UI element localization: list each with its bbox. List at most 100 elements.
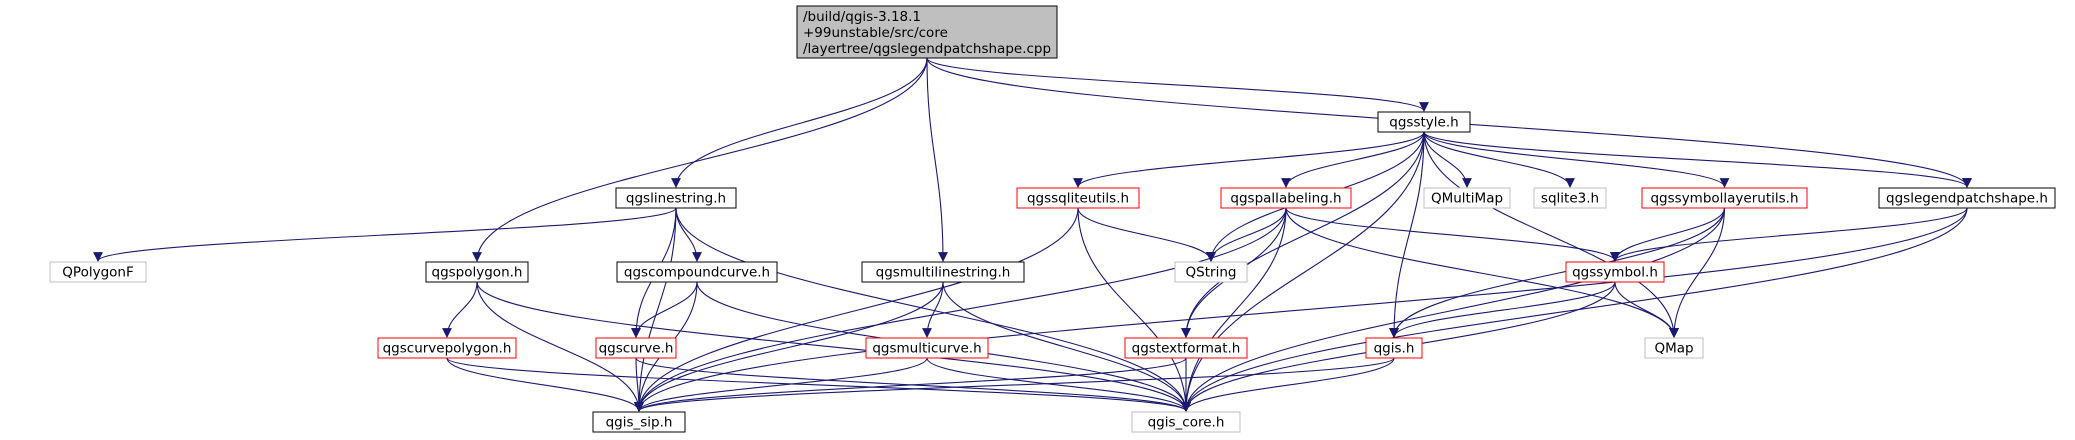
edge-qgslinestring-to-qgis_core <box>675 207 1191 412</box>
edge-qgsstyle-to-qgspallabeling <box>1281 131 1425 188</box>
edge-qgscurvepolygon-to-qgis_sip <box>446 357 644 412</box>
node-box-qgscurve <box>595 337 677 359</box>
node-box-qgssqliteutils <box>1016 187 1140 209</box>
edge-qgspallabeling-to-qstring <box>1206 207 1287 262</box>
node-label-qgssymbollayerutils: qgssymbollayerutils.h <box>1650 191 1798 207</box>
node-qgscurvepolygon[interactable]: qgscurvepolygon.h <box>377 337 517 359</box>
node-qmultimap[interactable]: QMultiMap <box>1423 187 1511 209</box>
edge-qgsstyle-to-qgssymbollayerutils <box>1423 131 1730 188</box>
node-qgspallabeling[interactable]: qgspallabeling.h <box>1220 187 1352 209</box>
node-box-qgis_core <box>1131 411 1241 433</box>
edge-qgssqliteutils-to-qgis_core <box>1077 207 1191 412</box>
node-label-qgsstyle: qgsstyle.h <box>1389 115 1458 131</box>
node-box-qgslegendpatchshape <box>1878 187 2056 209</box>
node-label-root-1: +99unstable/src/core <box>803 25 948 41</box>
node-label-qmap: QMap <box>1654 341 1693 357</box>
node-label-qgis: qgis.h <box>1374 341 1415 357</box>
node-qmap[interactable]: QMap <box>1644 337 1704 359</box>
edge-qgslinestring-to-qpolygonf <box>93 207 677 262</box>
edge-root-to-qgsstyle <box>926 57 1429 112</box>
node-qgslegendpatchshape[interactable]: qgslegendpatchshape.h <box>1878 187 2056 209</box>
node-qgis_core[interactable]: qgis_core.h <box>1131 411 1241 433</box>
edge-qgssymbol-to-qmap <box>1614 281 1679 338</box>
edge-qgsmulticurve-to-qgis_core <box>926 357 1191 412</box>
node-qgstextformat[interactable]: qgstextformat.h <box>1124 337 1248 359</box>
node-box-qgstextformat <box>1124 337 1248 359</box>
node-label-qpolygonf: QPolygonF <box>62 265 133 281</box>
node-label-qgssymbol: qgssymbol.h <box>1572 265 1658 281</box>
edge-qgspallabeling-to-qgis_sip <box>634 207 1287 412</box>
node-box-qgssymbol <box>1565 261 1665 283</box>
node-box-root <box>796 5 1058 59</box>
edge-root-to-qgspolygon <box>472 57 928 262</box>
edge-qgsstyle-to-qmultimap <box>1423 131 1472 188</box>
edge-qgslegendpatchshape-to-qgis_sip <box>634 207 1968 412</box>
edge-qgsstyle-to-qgssqliteutils <box>1073 131 1425 188</box>
edge-qgsstyle-to-qgis <box>1389 131 1425 338</box>
node-box-qgslinestring <box>615 187 737 209</box>
edge-root-to-qgsmultilinestring <box>926 57 948 262</box>
node-qgsmulticurve[interactable]: qgsmulticurve.h <box>865 337 989 359</box>
edge-qgssqliteutils-to-qgis_sip <box>634 207 1079 412</box>
node-qgssymbol[interactable]: qgssymbol.h <box>1565 261 1665 283</box>
edge-qgspallabeling-to-qgis_core <box>1181 207 1287 412</box>
nodes-layer: /build/qgis-3.18.1+99unstable/src/core/l… <box>49 5 2056 433</box>
node-box-qgscurvepolygon <box>377 337 517 359</box>
node-box-qgspallabeling <box>1220 187 1352 209</box>
edge-qgis-to-qgis_sip <box>634 357 1395 412</box>
node-box-qmap <box>1644 337 1704 359</box>
edge-qgslinestring-to-qgis_sip <box>634 207 677 412</box>
node-label-root-2: /layertree/qgslegendpatchshape.cpp <box>803 41 1051 57</box>
node-qgsstyle[interactable]: qgsstyle.h <box>1377 111 1471 133</box>
node-box-qstring <box>1174 261 1248 283</box>
node-qpolygonf[interactable]: QPolygonF <box>49 261 147 283</box>
edge-qgis-to-qgis_core <box>1181 357 1395 412</box>
node-label-qgssqliteutils: qgssqliteutils.h <box>1027 191 1129 207</box>
node-label-sqlite3: sqlite3.h <box>1541 191 1599 207</box>
node-box-qgsmultilinestring <box>861 261 1025 283</box>
edge-qgspolygon-to-qgis_sip <box>476 281 644 412</box>
node-qgssqliteutils[interactable]: qgssqliteutils.h <box>1016 187 1140 209</box>
edge-qgsstyle-to-qgstextformat <box>1181 131 1425 338</box>
edge-qgsmulticurve-to-qgis_sip <box>634 357 928 412</box>
edge-qgspolygon-to-qgis_core <box>476 281 1191 412</box>
edge-qgssqliteutils-to-qstring <box>1077 207 1216 262</box>
node-qgscurve[interactable]: qgscurve.h <box>595 337 677 359</box>
edge-qgslinestring-to-qgscompoundcurve <box>675 207 702 262</box>
node-root: /build/qgis-3.18.1+99unstable/src/core/l… <box>796 5 1058 59</box>
node-qgis[interactable]: qgis.h <box>1365 337 1423 359</box>
node-qgis_sip[interactable]: qgis_sip.h <box>592 411 686 433</box>
edge-qgspolygon-to-qgscurvepolygon <box>442 281 478 338</box>
edge-qgsstyle-to-qgis_core <box>1181 131 1425 412</box>
node-box-qgis_sip <box>592 411 686 433</box>
node-box-qgsstyle <box>1377 111 1471 133</box>
edge-qgstextformat-to-qgis_sip <box>634 357 1187 412</box>
node-label-qgspolygon: qgspolygon.h <box>432 265 523 281</box>
edge-qgsmultilinestring-to-qgis_sip <box>634 281 944 412</box>
edge-qgsmultilinestring-to-qgis_core <box>942 281 1191 412</box>
edge-qgssymbol-to-qgis <box>1389 281 1616 338</box>
node-qgslinestring[interactable]: qgslinestring.h <box>615 187 737 209</box>
edge-qgsstyle-to-qgslegendpatchshape <box>1423 131 1972 188</box>
node-label-qgscurve: qgscurve.h <box>599 341 674 357</box>
node-qgspolygon[interactable]: qgspolygon.h <box>425 261 529 283</box>
node-qstring[interactable]: QString <box>1174 261 1248 283</box>
edge-qgsstyle-to-qmap <box>1423 131 1679 338</box>
node-qgssymbollayerutils[interactable]: qgssymbollayerutils.h <box>1641 187 1808 209</box>
node-label-qgsmultilinestring: qgsmultilinestring.h <box>876 265 1011 281</box>
node-label-qgscurvepolygon: qgscurvepolygon.h <box>383 341 512 357</box>
node-label-qgslinestring: qgslinestring.h <box>626 191 726 207</box>
node-label-root-0: /build/qgis-3.18.1 <box>803 9 921 25</box>
edge-root-to-qgslinestring <box>671 57 928 188</box>
node-label-qgstextformat: qgstextformat.h <box>1132 341 1241 357</box>
node-box-qgis <box>1365 337 1423 359</box>
edge-qgscurvepolygon-to-qgis_core <box>446 357 1191 412</box>
node-qgsmultilinestring[interactable]: qgsmultilinestring.h <box>861 261 1025 283</box>
node-qgscompoundcurve[interactable]: qgscompoundcurve.h <box>616 261 778 283</box>
node-label-qgscompoundcurve: qgscompoundcurve.h <box>624 265 770 281</box>
node-label-qgsmulticurve: qgsmulticurve.h <box>872 341 981 357</box>
node-label-qgspallabeling: qgspallabeling.h <box>1230 191 1341 207</box>
node-sqlite3[interactable]: sqlite3.h <box>1533 187 1607 209</box>
node-label-qgis_core: qgis_core.h <box>1148 415 1225 431</box>
